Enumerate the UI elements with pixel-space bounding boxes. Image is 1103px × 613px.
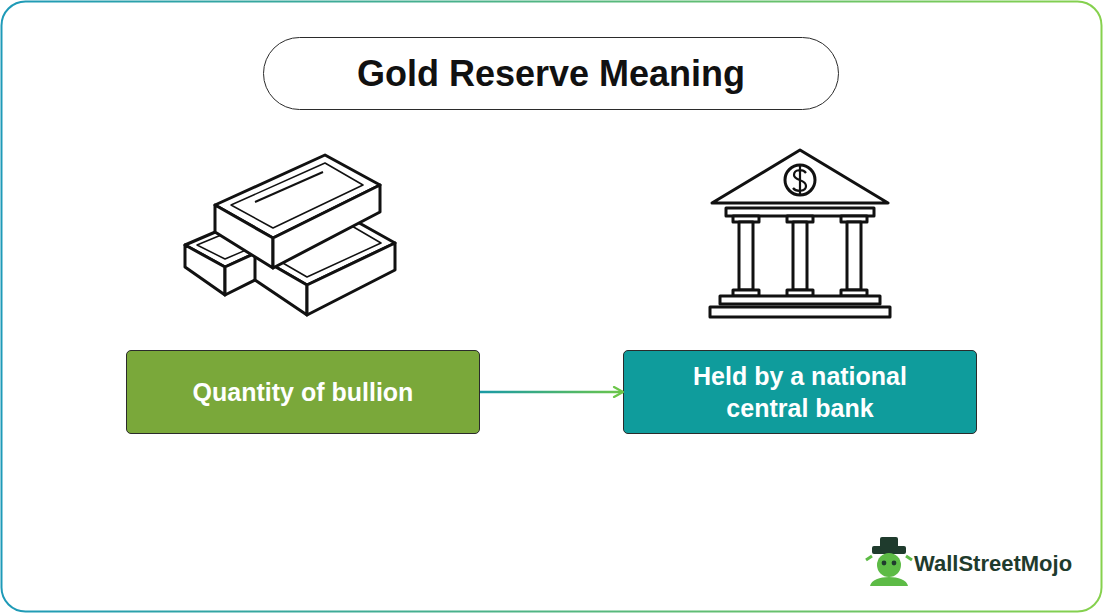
gold-bars-icon <box>185 155 395 315</box>
watermark-logo-text: WallStreetMojo <box>914 551 1072 577</box>
box-text: Quantity of bullion <box>193 376 414 409</box>
diagram-title: Gold Reserve Meaning <box>263 37 839 110</box>
bank-icon <box>710 150 890 317</box>
gold-bar <box>215 155 380 268</box>
process-box: Quantity of bullion <box>126 350 480 434</box>
box-text: Held by a national central bank <box>654 360 946 425</box>
process-box: Held by a national central bank <box>623 350 977 434</box>
flow-arrow <box>480 391 623 394</box>
logo-icon <box>866 537 912 586</box>
